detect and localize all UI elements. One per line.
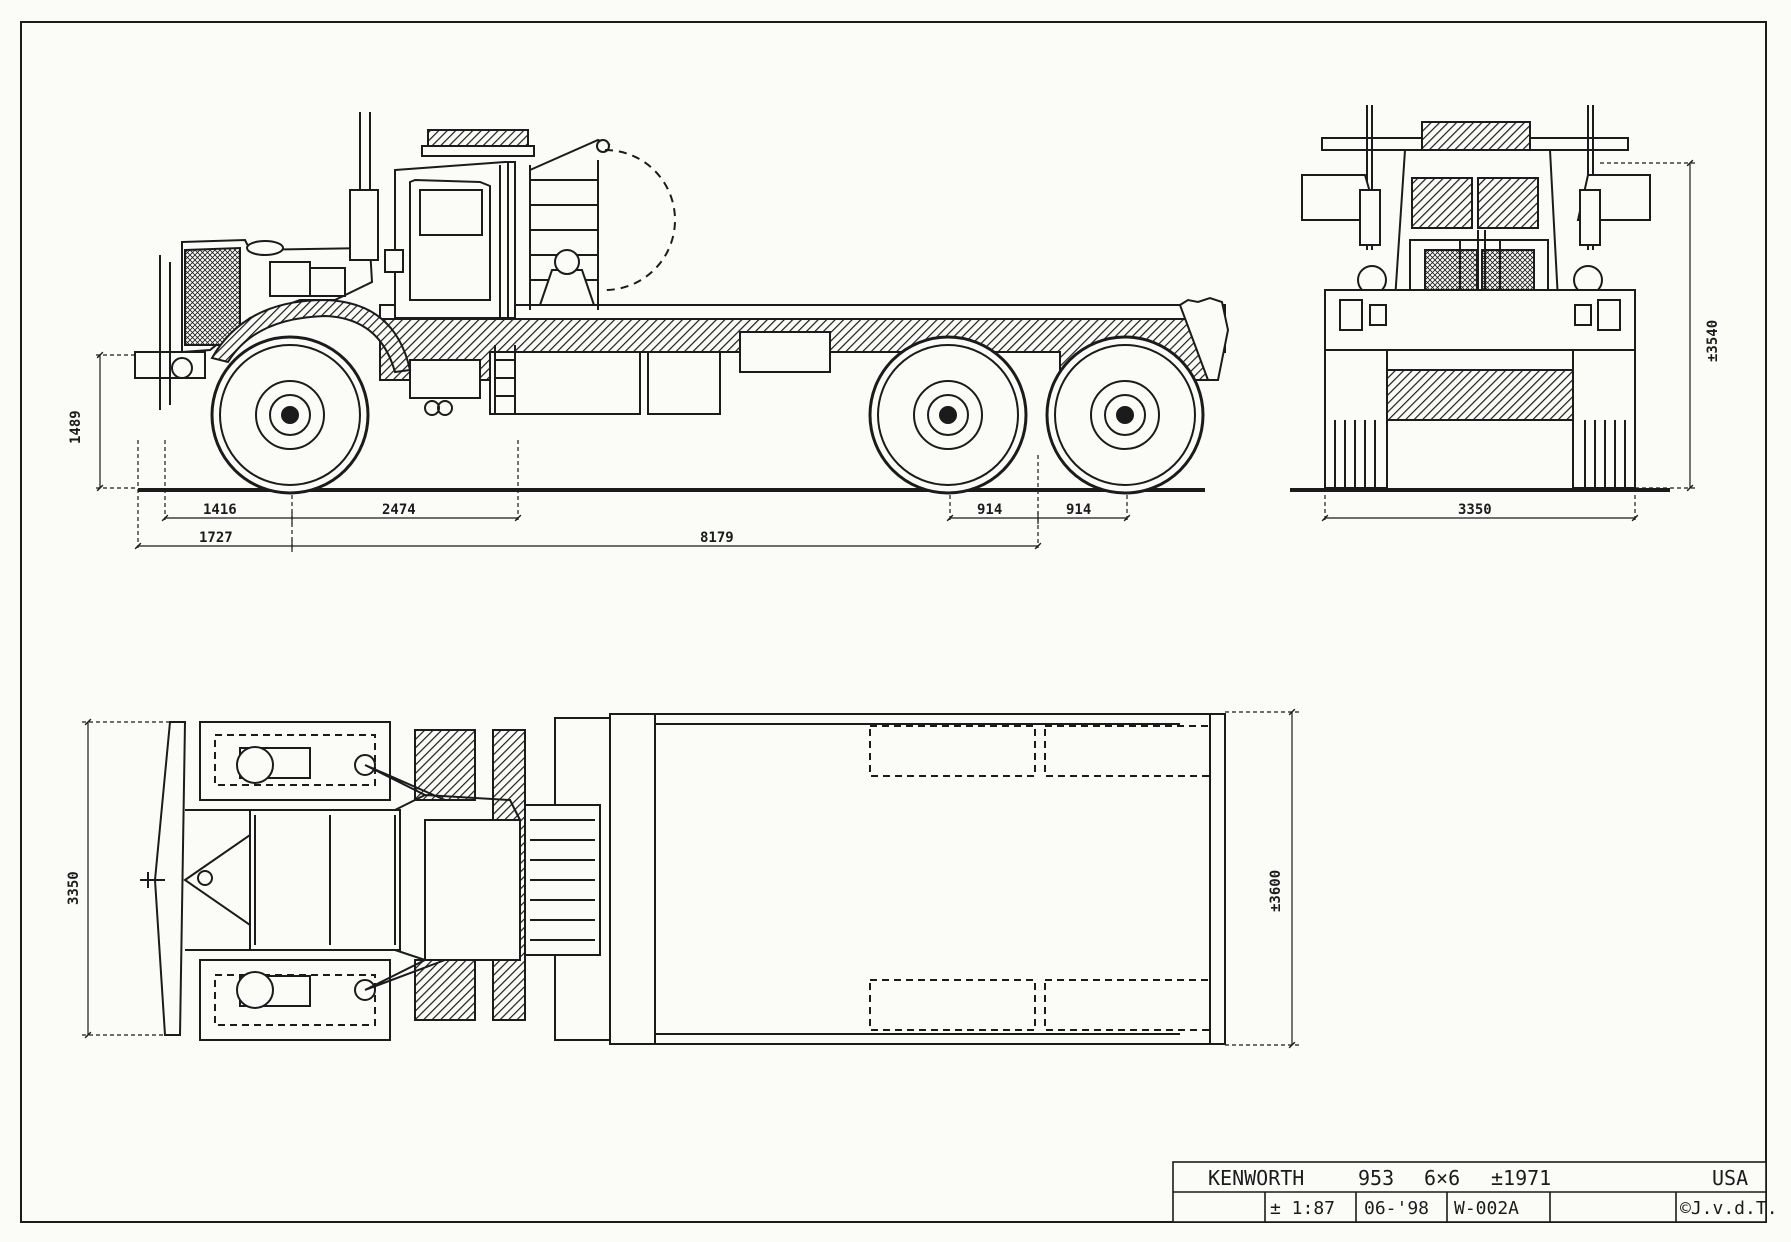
title-copyright: ©J.v.d.T. bbox=[1680, 1198, 1778, 1219]
drawing-frame bbox=[20, 21, 1767, 1223]
title-model: 953 bbox=[1358, 1166, 1394, 1190]
dim-front-overhang: 1416 bbox=[203, 502, 237, 518]
side-view bbox=[96, 112, 1230, 552]
dim-cab-width: 3350 bbox=[66, 871, 82, 905]
dim-front-height: ±3540 bbox=[1705, 320, 1721, 362]
title-drive: 6×6 bbox=[1424, 1166, 1460, 1190]
title-year: ±1971 bbox=[1491, 1166, 1551, 1190]
front-view bbox=[1290, 105, 1695, 522]
dim-front-height: 1489 bbox=[68, 410, 84, 444]
dim-front-width: 3350 bbox=[1458, 502, 1492, 518]
title-country: USA bbox=[1712, 1166, 1748, 1190]
dim-bumper-to-front-axle: 1727 bbox=[199, 530, 233, 546]
dim-front-to-tandem: 8179 bbox=[700, 530, 734, 546]
top-view bbox=[82, 708, 1300, 1049]
dim-cab-length: 2474 bbox=[382, 502, 416, 518]
dim-bed-width: ±3600 bbox=[1268, 870, 1284, 912]
rear-wheel-1 bbox=[868, 335, 1028, 495]
title-code: W-002A bbox=[1454, 1198, 1519, 1219]
dim-axle-spacing-1: 914 bbox=[977, 502, 1002, 518]
title-date: 06-'98 bbox=[1364, 1198, 1429, 1219]
title-scale: ± 1:87 bbox=[1270, 1198, 1335, 1219]
front-wheel bbox=[210, 335, 370, 495]
title-make: KENWORTH bbox=[1208, 1166, 1304, 1190]
title-block bbox=[1172, 1161, 1767, 1223]
dim-axle-spacing-2: 914 bbox=[1066, 502, 1091, 518]
rear-wheel-2 bbox=[1045, 335, 1205, 495]
